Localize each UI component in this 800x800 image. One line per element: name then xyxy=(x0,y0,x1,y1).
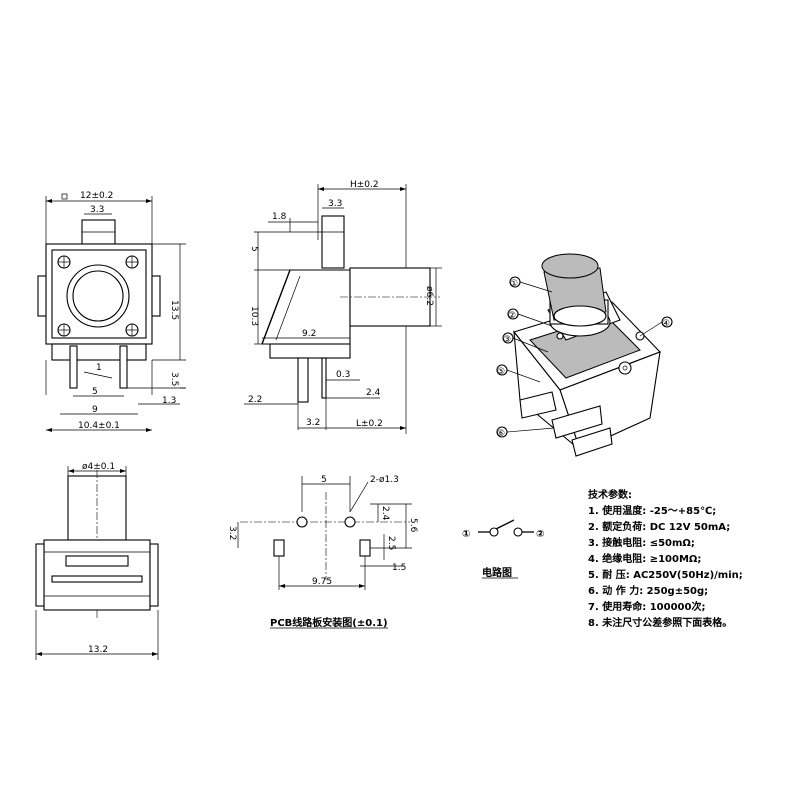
dim-side-stem-h: 5 xyxy=(249,246,259,252)
dim-front-base: 10.4±0.1 xyxy=(78,421,120,431)
dim-pcb-pad-h: 3.2 xyxy=(227,526,237,540)
svg-text:③: ③ xyxy=(503,335,511,345)
dim-pcb-pad-w: 2.5 xyxy=(386,536,396,550)
svg-text:①: ① xyxy=(510,279,518,289)
dim-side-lead: 2.2 xyxy=(248,395,262,405)
pcb-layout: 5 2-ø1.3 3.2 2.4 5.6 2.5 1.5 9.75 PCB线路板… xyxy=(227,475,418,629)
callout-3: ③ xyxy=(502,332,549,353)
dim-side-pin-out: 2.4 xyxy=(366,388,381,398)
dim-pcb-height: 5.6 xyxy=(408,518,418,533)
specs-title: 技术参数: xyxy=(588,488,632,501)
dim-side-cap-w: 3.3 xyxy=(328,199,342,209)
dim-side-offset: 1.8 xyxy=(272,212,287,222)
callout-4: ④ xyxy=(639,316,673,337)
circuit-terminal-1: ① xyxy=(462,529,470,540)
callout-5: ⑤ xyxy=(496,364,541,383)
svg-text:⑤: ⑤ xyxy=(497,367,505,377)
circuit-diagram: ① ② 电路图 xyxy=(462,519,544,579)
bottom-view: ø4±0.1 13.2 xyxy=(35,462,159,660)
side-view: H±0.2 3.3 1.8 ø6.2 5 10.3 9.2 0 xyxy=(244,180,442,434)
circuit-terminal-2: ② xyxy=(536,529,544,540)
isometric-view: ① ② ③ ④ ⑤ ⑥ xyxy=(496,253,673,457)
spec-item: 2. 额定负荷: DC 12V 50mA; xyxy=(588,520,730,533)
dim-side-pin-pos: 3.2 xyxy=(306,418,320,428)
dim-front-pin-w: 1 xyxy=(96,363,102,373)
dim-side-body-h: 10.3 xyxy=(249,306,259,326)
dim-side-total-h: H±0.2 xyxy=(350,180,379,190)
dim-bottom-base-w: 13.2 xyxy=(88,645,108,655)
dim-front-foot: 1.3 xyxy=(162,396,176,406)
spec-item: 7. 使用寿命: 100000次; xyxy=(588,600,705,613)
spec-item: 4. 绝缘电阻: ≥100MΩ; xyxy=(588,552,701,565)
callout-6: ⑥ xyxy=(496,426,555,439)
dim-pcb-pad-span: 9.75 xyxy=(312,577,332,587)
spec-item: 6. 动 作 力: 250g±50g; xyxy=(588,584,708,597)
svg-text:⑥: ⑥ xyxy=(497,429,505,439)
spec-item: 5. 耐 压: AC250V(50Hz)/min; xyxy=(588,568,743,581)
dim-front-pin-gap: 5 xyxy=(92,387,98,397)
dim-pcb-pad-gap: 1.5 xyxy=(392,563,406,573)
spec-item: 1. 使用温度: -25～+85℃; xyxy=(588,504,716,517)
dim-side-lead-len: L±0.2 xyxy=(356,419,383,429)
dim-front-height: 13.5 xyxy=(169,300,179,320)
callout-2: ② xyxy=(507,308,553,327)
dim-front-pin-len: 3.5 xyxy=(169,372,179,386)
tech-specs: 技术参数: 1. 使用温度: -25～+85℃; 2. 额定负荷: DC 12V… xyxy=(588,488,743,629)
spec-item: 8. 未注尺寸公差参照下面表格。 xyxy=(588,616,732,629)
dim-pcb-row-gap: 2.4 xyxy=(380,506,390,521)
dim-side-diameter: ø6.2 xyxy=(424,286,434,306)
svg-text:④: ④ xyxy=(662,319,670,329)
dim-front-width-top: 12±0.2 xyxy=(80,191,113,201)
dim-front-pin-span: 9 xyxy=(92,405,98,415)
dim-side-body-w: 9.2 xyxy=(302,329,316,339)
circuit-caption: 电路图 xyxy=(482,566,512,579)
front-view: 12±0.2 3.3 13.5 3.5 1 xyxy=(37,191,186,432)
dim-bottom-stem-w: ø4±0.1 xyxy=(82,462,115,472)
dim-pcb-hole-dia: 2-ø1.3 xyxy=(370,475,399,485)
dim-side-pin-t: 0.3 xyxy=(336,370,350,380)
dim-pcb-hole-span: 5 xyxy=(321,475,327,485)
callout-1: ① xyxy=(509,276,553,293)
dim-front-stem: 3.3 xyxy=(90,205,104,215)
svg-text:②: ② xyxy=(508,311,516,321)
pcb-caption: PCB线路板安装图(±0.1) xyxy=(270,616,388,629)
spec-item: 3. 接触电阻: ≤50mΩ; xyxy=(588,536,695,549)
